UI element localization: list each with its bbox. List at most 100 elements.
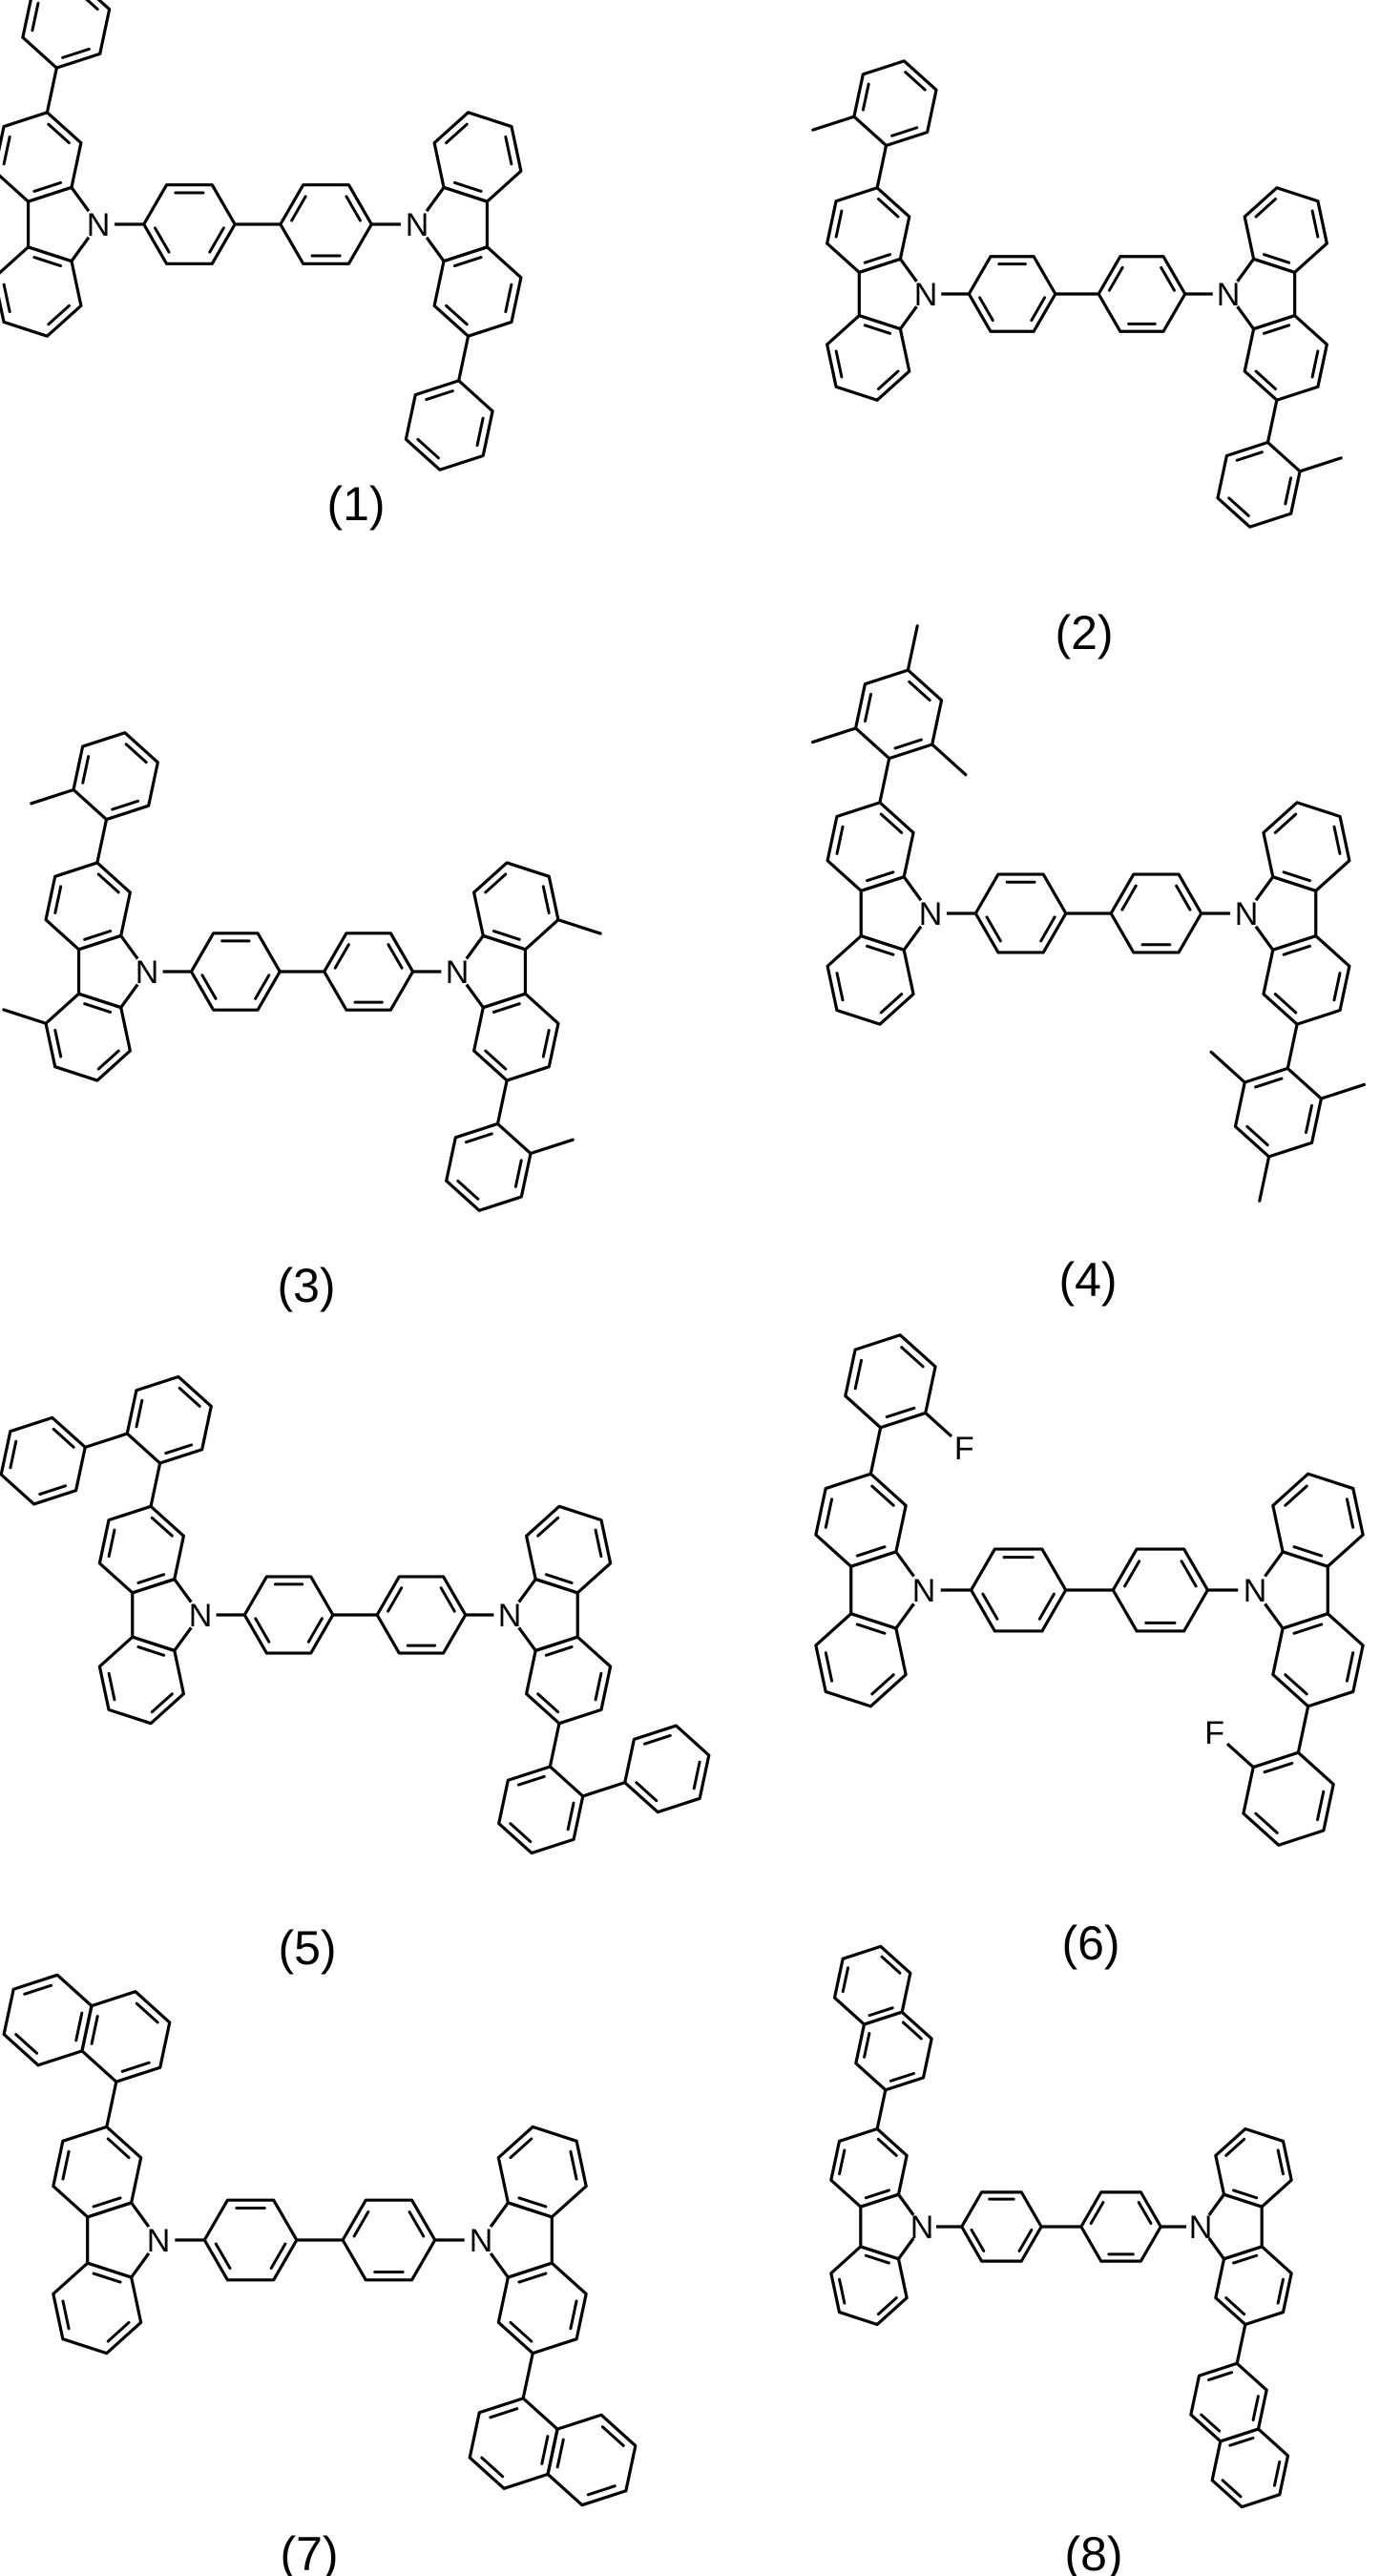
double-bond <box>83 757 89 784</box>
double-bond <box>568 1803 574 1830</box>
phenylene-ring <box>1098 257 1185 331</box>
naphthalene-ring <box>4 1975 92 2064</box>
phenylene-ring <box>969 257 1056 331</box>
phenylene-ring <box>975 874 1066 953</box>
compound-structure-3: NN <box>4 733 600 1211</box>
nitrogen-atom: N <box>136 954 159 991</box>
double-bond <box>53 1429 73 1447</box>
double-bond <box>166 1445 192 1454</box>
double-bond <box>1284 872 1309 881</box>
double-bond <box>866 694 871 721</box>
double-bond <box>122 2063 149 2071</box>
bond <box>926 1413 952 1436</box>
carbazole-upper-ring <box>831 2129 907 2208</box>
double-bond <box>837 827 843 853</box>
double-bond <box>63 2151 69 2179</box>
double-bond <box>1209 2373 1232 2380</box>
double-bond <box>1230 2438 1253 2445</box>
fluorine-atom: F <box>954 1431 974 1467</box>
compound-structure-6: NFNF <box>816 1335 1363 1845</box>
double-bond <box>113 801 138 809</box>
double-bond <box>25 1985 52 1994</box>
double-bond <box>840 2150 845 2174</box>
carbazole-lower-ring <box>53 2263 141 2353</box>
aryl-ring <box>854 61 936 146</box>
nitrogen-atom: N <box>919 896 943 932</box>
double-bond <box>98 1051 118 1069</box>
carbazole-lower-ring <box>498 2126 586 2216</box>
phenylene-ring <box>377 1577 466 1653</box>
double-bond <box>890 2073 913 2081</box>
double-bond <box>1265 1763 1292 1771</box>
double-bond <box>1237 452 1262 461</box>
double-bond <box>477 418 483 445</box>
double-bond <box>865 2034 869 2058</box>
double-bond <box>865 255 889 263</box>
double-bond <box>1256 371 1275 388</box>
nitrogen-atom: N <box>147 2223 171 2259</box>
bond <box>531 1140 573 1153</box>
carbazole-upper-ring <box>816 1474 906 1566</box>
carbazole-lower-ring <box>1273 1474 1363 1566</box>
phenylene-ring <box>1113 1549 1207 1631</box>
compound-label-3: (3) <box>277 1259 335 1312</box>
phenylene-ring <box>191 933 280 1010</box>
double-bond <box>1347 1499 1352 1527</box>
compound-structure-7: NN <box>4 1975 636 2504</box>
double-bond <box>840 2279 845 2303</box>
nitrogen-atom: N <box>446 954 470 991</box>
carbazole-upper-ring <box>434 247 521 336</box>
double-bond <box>1253 2397 1258 2420</box>
double-bond <box>863 84 868 110</box>
double-bond <box>866 2255 889 2263</box>
aryl-ring <box>447 1123 531 1210</box>
naphthalene-ring <box>548 2415 636 2504</box>
double-bond <box>906 73 925 90</box>
compound-label-1: (1) <box>326 477 385 531</box>
double-bond <box>1223 2481 1241 2497</box>
double-bond <box>557 2440 563 2467</box>
bond <box>932 744 966 775</box>
aryl-ring <box>1244 1752 1333 1845</box>
double-bond <box>1294 1624 1322 1633</box>
double-bond <box>16 2035 37 2054</box>
double-bond <box>538 1518 558 1536</box>
aryl-ring <box>470 2398 557 2488</box>
double-bond <box>1334 974 1340 1000</box>
phenylene-ring <box>343 2200 435 2280</box>
nitrogen-atom: N <box>1217 277 1241 313</box>
naphthalene-ring <box>1212 2429 1287 2507</box>
phenylene-ring <box>204 2200 297 2280</box>
compound-structure-5: NN <box>1 1376 709 1853</box>
carbazole-lower-ring <box>434 113 521 201</box>
bond <box>813 116 854 130</box>
double-bond <box>511 2139 532 2158</box>
bond <box>877 2090 886 2129</box>
double-bond <box>98 874 118 892</box>
double-bond <box>1286 1486 1307 1505</box>
double-bond <box>85 1004 111 1013</box>
double-bond <box>882 1957 900 1973</box>
carbazole-upper-ring <box>99 1506 183 1593</box>
carbazole-upper-ring <box>46 863 130 950</box>
double-bond <box>1229 498 1248 515</box>
double-bond <box>32 3 38 30</box>
double-bond <box>63 49 90 57</box>
double-bond <box>1286 478 1291 504</box>
double-bond <box>878 199 897 217</box>
double-bond <box>454 182 481 191</box>
bond <box>1211 1052 1244 1082</box>
bond <box>1227 1744 1254 1768</box>
double-bond <box>826 1653 831 1681</box>
double-bond <box>1312 211 1318 237</box>
double-bond <box>152 1694 172 1712</box>
compound-structure-1: NN <box>0 0 521 470</box>
carbazole-lower-ring <box>527 1506 611 1593</box>
nitrogen-atom: N <box>406 207 429 243</box>
aryl-ring <box>82 1992 170 2082</box>
nitrogen-atom: N <box>1244 1573 1267 1609</box>
double-bond <box>868 872 893 881</box>
double-bond <box>10 1441 16 1468</box>
phenylene-ring <box>1081 2192 1160 2261</box>
bond <box>459 336 469 381</box>
